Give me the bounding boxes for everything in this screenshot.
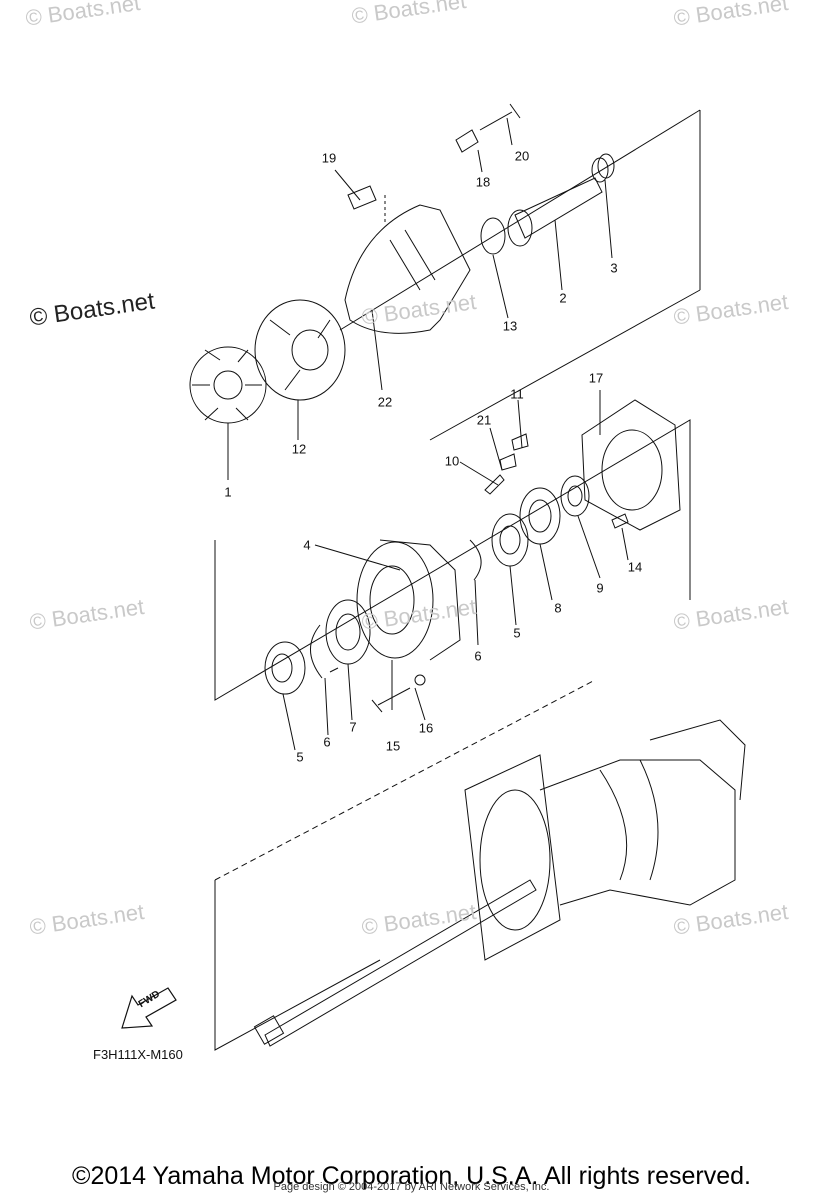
callout-5a[interactable]: 5 [296,749,304,765]
lower-frame-lines [214,880,381,1051]
part-circlip-left [310,624,339,679]
part-bearing-right [519,487,561,545]
callout-10[interactable]: 10 [444,453,460,469]
callout-15[interactable]: 15 [385,738,401,754]
middle-frame-lines [214,419,691,701]
part-jet-pump [464,719,746,961]
callout-20[interactable]: 20 [514,148,530,164]
callout-19[interactable]: 19 [321,150,337,166]
callout-22[interactable]: 22 [377,394,393,410]
callout-11[interactable]: 11 [510,386,524,402]
callout-18[interactable]: 18 [475,174,491,190]
part-seal-left [264,641,306,695]
copyright-text: ©2014 Yamaha Motor Corporation, U.S.A. A… [72,1162,751,1190]
part-bolt-15 [371,687,411,713]
part-bolt-20 [479,103,521,131]
part-shaft [507,177,603,247]
part-plate [581,399,681,531]
callout-16[interactable]: 16 [418,720,434,736]
part-pin-14 [611,513,629,529]
callout-12[interactable]: 12 [291,441,307,457]
part-oring [480,217,506,255]
callout-17[interactable]: 17 [588,370,604,386]
callout-4[interactable]: 4 [303,537,311,553]
diagram-code: F3H111X-M160 [93,1047,183,1062]
callout-9[interactable]: 9 [596,580,604,596]
callout-6b[interactable]: 6 [474,648,482,664]
part-18 [455,129,479,153]
upper-frame-lines [339,109,701,441]
leader-lines [227,117,629,751]
part-spacer-9 [560,475,590,517]
callout-5b[interactable]: 5 [513,625,521,641]
callout-13[interactable]: 13 [502,318,518,334]
callout-2[interactable]: 2 [559,290,567,306]
part-cover [344,195,471,334]
part-circlip-right [469,539,482,581]
part-coupler [189,346,267,424]
callout-21[interactable]: 21 [476,412,492,428]
callout-8[interactable]: 8 [554,600,562,616]
part-housing [356,539,461,661]
part-collar-19 [347,185,377,210]
part-oring-b [597,153,615,179]
fwd-arrow-icon [121,987,177,1029]
part-drive-shaft [253,879,537,1047]
part-nipple-10 [484,474,505,495]
callout-14[interactable]: 14 [627,559,643,575]
callout-1[interactable]: 1 [224,484,232,500]
part-cap-11 [511,433,529,451]
part-21 [499,453,517,471]
part-seal-right [491,513,529,567]
part-washer-16 [414,674,426,686]
part-damper [254,299,346,401]
callout-6a[interactable]: 6 [323,734,331,750]
page-design-text: Page design © 2004-2017 by ARI Network S… [273,1181,550,1193]
callout-7[interactable]: 7 [349,719,357,735]
callout-3[interactable]: 3 [610,260,618,276]
